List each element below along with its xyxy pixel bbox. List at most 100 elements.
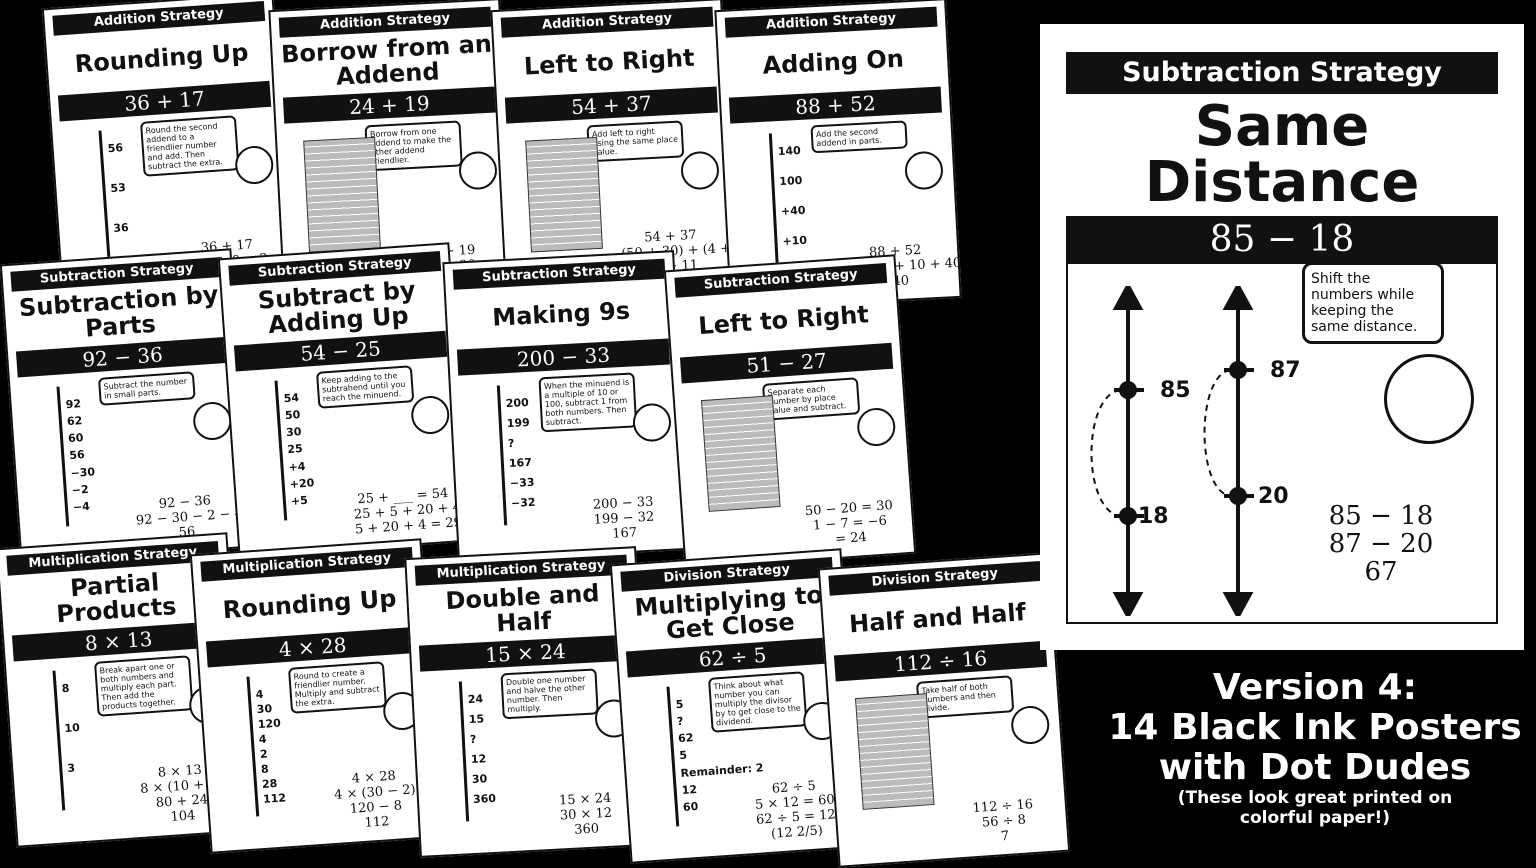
- caption-line1: Version 4:: [1212, 667, 1418, 708]
- base-ten-blocks: [303, 136, 381, 253]
- number-label: 60: [67, 431, 84, 446]
- number-label: 200: [505, 395, 530, 411]
- caption-line2: 14 Black Ink Posters: [1108, 707, 1522, 748]
- number-label: +4: [288, 459, 306, 475]
- speech-bubble: Keep adding to the subtrahend until you …: [315, 365, 415, 409]
- number-label: +5: [290, 493, 309, 508]
- number-label: 8: [260, 762, 270, 777]
- base-ten-blocks: [525, 136, 603, 253]
- speech-bubble: Subtract the number in small parts.: [97, 371, 196, 406]
- number-label: −2: [71, 482, 90, 497]
- speech-bubble: Round to create a friendlier number. Mul…: [287, 661, 387, 714]
- base-ten-blocks: [700, 395, 781, 512]
- speech-bubble: Round the second addend to a friendlier …: [139, 115, 240, 177]
- number-label: 8: [61, 681, 70, 696]
- label-87: 87: [1270, 358, 1301, 383]
- point-85: [1119, 381, 1137, 399]
- number-label: 60: [682, 799, 699, 814]
- caption: Version 4: 14 Black Ink Posters with Dot…: [1100, 667, 1530, 829]
- poster-title: Borrow from an Addend: [280, 29, 493, 91]
- featured-equations: 85 − 18 87 − 20 67: [1316, 502, 1446, 586]
- number-label: 30: [256, 702, 273, 717]
- number-label: −33: [509, 475, 535, 491]
- number-label: 50: [284, 408, 301, 423]
- poster-title: Making 9s: [491, 296, 631, 332]
- number-label: 167: [508, 455, 533, 471]
- featured-body: [1066, 264, 1498, 624]
- speech-bubble: When the minuend is a multiple of 10 or …: [538, 372, 638, 433]
- number-label: 56: [107, 141, 124, 156]
- number-label: 30: [285, 425, 302, 440]
- number-label: −32: [510, 495, 536, 511]
- dot-dude-character-icon: [1009, 704, 1051, 746]
- point-20: [1229, 487, 1247, 505]
- speech-bubble: Add the second addend in parts.: [810, 120, 908, 154]
- label-85: 85: [1160, 378, 1191, 403]
- speech-bubble: Shift the numbers while keeping the same…: [1302, 262, 1444, 344]
- point-87: [1229, 361, 1247, 379]
- number-label: 3: [66, 761, 76, 775]
- label-18: 18: [1138, 504, 1169, 529]
- number-label: 28: [261, 776, 278, 791]
- number-label: 112: [262, 791, 287, 806]
- number-label: 56: [68, 448, 86, 463]
- speech-bubble: Double one number and halve the other nu…: [500, 668, 599, 720]
- arrow-down-icon: [1222, 592, 1254, 616]
- dot-dude-character-icon: [680, 150, 720, 191]
- poster-title: Double and Half: [444, 579, 601, 638]
- number-label: 36: [112, 220, 130, 235]
- eq-line: 85 − 18: [1328, 501, 1434, 531]
- speech-bubble: Take half of both numbers and then divid…: [915, 675, 1015, 719]
- dot-dude-character-icon: [409, 394, 451, 436]
- poster-title: Adding On: [761, 43, 905, 80]
- number-label: 120: [257, 716, 282, 732]
- featured-title: Same Distance: [1066, 96, 1498, 214]
- number-label: −30: [70, 465, 96, 481]
- number-label: 199: [506, 415, 531, 431]
- speech-bubble: Add left to right using the same place v…: [586, 120, 685, 163]
- poster-title: Left to Right: [523, 43, 696, 81]
- dot-dude-character-icon: [904, 150, 944, 191]
- number-label: Remainder: 2: [680, 761, 764, 781]
- number-label: ?: [469, 732, 477, 747]
- caption-line4: (These look great printed on: [1177, 788, 1453, 808]
- base-ten-blocks: [854, 693, 935, 810]
- number-label: ?: [507, 436, 515, 451]
- dot-dude-character-icon: [458, 150, 498, 191]
- number-label: 30: [471, 772, 488, 787]
- number-label: 62: [66, 414, 83, 429]
- number-label: ?: [676, 714, 684, 729]
- dot-dude-character-icon: [855, 406, 897, 448]
- number-label: 140: [777, 143, 802, 159]
- number-label: +10: [782, 233, 808, 249]
- number-label: 62: [677, 731, 694, 746]
- featured-category: Subtraction Strategy: [1066, 52, 1498, 94]
- number-label: 2: [259, 747, 269, 762]
- number-label: 5: [678, 748, 688, 763]
- number-label: 10: [64, 721, 81, 736]
- dot-dude-character-icon: [1384, 354, 1474, 444]
- speech-bubble: Separate each number by place value and …: [761, 377, 861, 421]
- arrow-down-icon: [1112, 592, 1144, 616]
- number-label: 100: [779, 173, 803, 189]
- number-line-diagram: [1090, 286, 1254, 616]
- dot-dude-character-icon: [632, 402, 672, 443]
- number-label: 54: [283, 391, 300, 406]
- number-label: 15: [468, 712, 485, 727]
- arrow-up-icon: [1112, 286, 1144, 310]
- featured-title-line1: Same: [1194, 94, 1370, 159]
- number-label: 4: [258, 732, 267, 747]
- eq-line: 67: [1364, 557, 1398, 587]
- speech-bubble: Break apart one or both numbers and mult…: [93, 655, 194, 717]
- number-label: 12: [470, 752, 487, 767]
- number-label: 5: [675, 697, 684, 712]
